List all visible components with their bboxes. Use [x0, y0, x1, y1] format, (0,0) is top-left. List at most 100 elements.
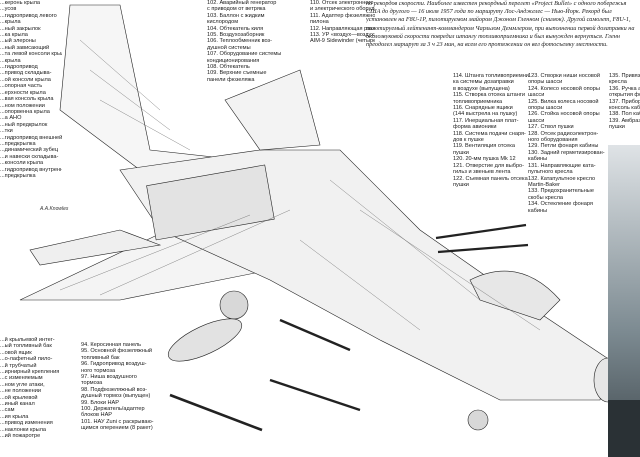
legend-line: 98. Подфюзеляжный воз-	[81, 386, 148, 393]
legend-line: 132. Катапультное кресло	[528, 175, 596, 182]
legend-line: опоры шасси	[528, 105, 563, 112]
legend-line: ...гидропривод левого	[0, 12, 57, 19]
legend-line: кондиционирования	[207, 57, 260, 64]
legend-line: ...ый элероны	[0, 38, 36, 45]
legend-line: ...опорвенна крыла	[0, 108, 50, 115]
legend-line: 137. Приборная	[609, 98, 640, 105]
legend-line: 112. Направляющая ракеты	[310, 25, 375, 32]
legend-line: 129. Петли фонаря кабины	[528, 143, 599, 150]
legend-line: щимся оперением (8 ракет)	[81, 425, 153, 432]
legend-line: в воздухе (выпущена)	[453, 85, 510, 92]
legend-line: ...ный зависающий	[0, 44, 50, 51]
nose-wheel	[467, 409, 489, 431]
legend-line: ...й трубчатый	[0, 362, 37, 369]
legend-line: 106. Теплообменник воз-	[207, 38, 272, 45]
legend-line: ...керонь крыла	[0, 0, 41, 6]
legend-line: шасси	[528, 117, 545, 124]
legend-line: пультного кресла	[528, 169, 573, 176]
legend-line: и электрического оборудования	[310, 6, 375, 13]
horizontal-stabilizer	[29, 229, 162, 266]
cockpit-canopy	[469, 270, 561, 321]
legend-line: 105. Воздухозаборник	[207, 32, 265, 39]
legend-line: ...та левой консоли крыла	[0, 51, 62, 58]
legend-line: ...ой консоли крыла	[0, 76, 51, 83]
legend-line: 125. Вилка колеса носовой	[528, 98, 599, 105]
missile	[437, 243, 529, 254]
legend-line: опоры шасси	[528, 79, 563, 86]
legend-line: ...тки	[0, 128, 13, 135]
legend-line: топливный бак	[81, 354, 120, 361]
engine-section	[146, 164, 275, 241]
legend-line: ...овой ящик	[0, 349, 32, 356]
legend-line: 126. Стойка носовой опоры	[528, 111, 600, 118]
legend-line: 138. Пол кабины	[609, 111, 640, 118]
legend-line: 97. Ниша воздушного	[81, 374, 137, 381]
legend-line: ...иный канал	[0, 401, 35, 408]
tail-fin	[224, 69, 321, 151]
legend-line: с приводом от ветряка	[207, 6, 266, 13]
legend-line: 100. Держатель/адаптер	[81, 406, 145, 413]
legend-line: кислородом	[207, 19, 239, 26]
legend-line: 122. Съемная панель отсека	[453, 175, 528, 182]
legend-left-top: ...керонь крыла...усов...гидропривод лев…	[0, 0, 62, 179]
legend-line: ...опорная часть	[0, 83, 43, 90]
legend-line: кабины	[528, 156, 548, 163]
legend-line: 134. Остекление фонаря	[528, 201, 593, 208]
legend-line: кресла	[609, 79, 627, 86]
legend-line: 102. Аварийный генератор	[207, 0, 277, 6]
legend-line: 111. Адаптер фюзеляжного	[310, 12, 375, 19]
legend-line: 133. Предохранительные	[528, 188, 594, 195]
missile	[435, 223, 527, 240]
legend-line: ...привод изменения	[0, 420, 53, 427]
legend-line: гильз и звеньев лента	[453, 169, 511, 176]
missile	[279, 318, 351, 352]
legend-line: ...гидропривод внутренней	[0, 166, 62, 173]
legend-line: ...гидропривод	[0, 64, 38, 71]
legend-line: Martin-Baker	[528, 181, 561, 188]
legend-line: панели фюзеляжа	[207, 76, 255, 83]
legend-line: 99. Блоки НАР	[81, 399, 120, 406]
legend-line: 104. Обтекатель киля	[207, 25, 264, 32]
legend-line: кабины	[528, 207, 548, 214]
artist-signature: A.A.Knowles	[39, 206, 69, 212]
legend-middle-a: 114. Штанга топливоприемни-ка системы до…	[453, 73, 529, 188]
legend-line: 121. Отверстие для выбро-	[453, 162, 525, 169]
legend-line: ...ка крыла	[0, 32, 28, 39]
legend-line: ...вая консоль крыла	[0, 96, 54, 103]
missile	[269, 378, 361, 412]
legend-line: ...ный закрылок	[0, 25, 41, 32]
legend-line: ного тормоза	[81, 367, 116, 374]
legend-line: ...наклонки крыла	[0, 426, 46, 433]
legend-line: ...ирнирный крепления	[0, 369, 60, 376]
legend-line: 101. НАУ Zuni с раскрываю-	[81, 418, 154, 425]
legend-line: скобы кресла	[528, 194, 564, 201]
legend-line: 114. Штанга топливоприемни-	[453, 73, 529, 79]
legend-line: AIM-9 Sidewinder (четыре)	[310, 38, 375, 45]
legend-line: 135. Привязные	[609, 73, 640, 79]
legend-line: ...консоли крыла	[0, 160, 44, 167]
legend-line: ...усов	[0, 6, 17, 13]
legend-line: 131. Направляющие ката-	[528, 162, 596, 169]
legend-line: 130. Задний герметизирован-	[528, 149, 605, 156]
legend-line: ...крыла	[0, 19, 21, 26]
legend-line: ...и навески складыва-	[0, 153, 59, 160]
legend-line: шасси	[528, 92, 545, 99]
legend-line: 113. УР «воздух—воздух»	[310, 32, 375, 39]
legend-line: форма авионики	[453, 124, 497, 131]
legend-line: 110. Отсек электронного	[310, 0, 374, 6]
legend-line: открытия фонаря	[609, 92, 640, 99]
legend-line: ...о-лафетный пило-	[0, 356, 53, 363]
legend-line: ...ном положении	[0, 102, 45, 109]
legend-line: ...ой крылевой	[0, 394, 38, 401]
legend-line: блоков НАР	[81, 412, 113, 419]
missile	[169, 393, 263, 432]
legend-line: 139. Амбразура	[609, 117, 640, 124]
legend-line: 127. Ствол пушки	[528, 124, 574, 131]
legend-line: 96. Гидропривод воздуш-	[81, 361, 147, 368]
legend-line: пушки	[453, 149, 469, 156]
rocket-pod	[167, 318, 243, 362]
main-wheel	[219, 290, 249, 320]
